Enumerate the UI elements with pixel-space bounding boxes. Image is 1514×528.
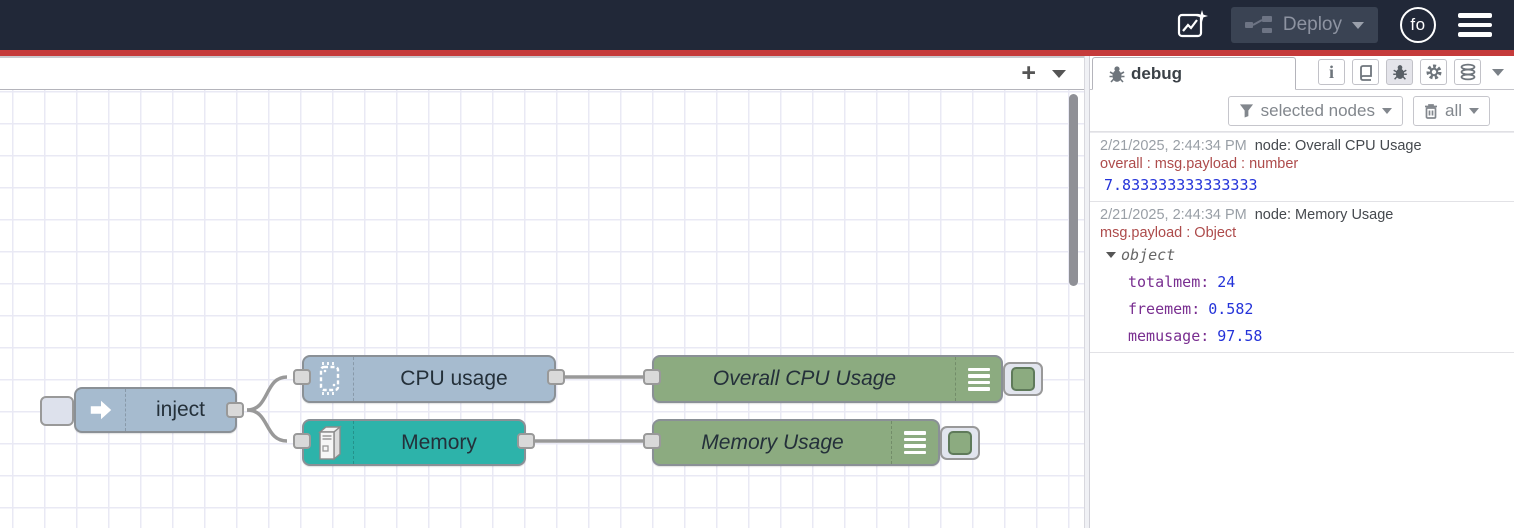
inject-trigger-button[interactable] [40, 396, 74, 426]
node-debug-memory[interactable]: Memory Usage [643, 419, 940, 466]
config-tab-button[interactable] [1420, 59, 1447, 85]
message-source-node: node: Memory Usage [1254, 207, 1394, 223]
memory-input-port[interactable] [293, 433, 311, 449]
info-icon: i [1328, 62, 1334, 82]
message-property: overall : msg.payload : number [1100, 156, 1299, 172]
message-property: msg.payload : Object [1100, 225, 1237, 241]
object-entry: memusage: 97.58 [1100, 327, 1506, 345]
main-menu-icon[interactable] [1458, 13, 1492, 37]
debug-memory-enable-toggle[interactable] [940, 426, 980, 460]
inject-output-port[interactable] [226, 402, 244, 418]
node-memory[interactable]: Memory [293, 419, 535, 466]
debug-sidebar: debug i [1090, 56, 1514, 528]
sidebar-tabrow: debug i [1090, 56, 1514, 90]
object-entry: totalmem: 24 [1100, 273, 1506, 291]
memory-output-port[interactable] [517, 433, 535, 449]
flow-canvas[interactable]: inject CPU usage [0, 90, 1084, 528]
sidebar-empty-area [1090, 353, 1514, 528]
message-value: 7.833333333333333 [1104, 176, 1258, 194]
object-tree: object totalmem: 24 freemem: 0.582 memusag… [1100, 246, 1506, 345]
sidebar-splitter[interactable] [1084, 56, 1090, 528]
context-tab-button[interactable] [1454, 59, 1481, 85]
debug-console-icon [891, 421, 938, 464]
entry-key: memusage: [1128, 327, 1210, 345]
funnel-icon [1239, 104, 1253, 118]
clear-all-button[interactable]: all [1412, 95, 1490, 126]
debug-message[interactable]: 2/21/2025, 2:44:34 PM node: Overall CPU U… [1090, 132, 1514, 202]
cpu-chip-icon [304, 357, 354, 401]
wires [246, 375, 643, 443]
add-flow-button[interactable]: + [1021, 59, 1036, 87]
sidebar-menu-caret-icon[interactable] [1492, 68, 1504, 76]
object-root-label: object [1121, 246, 1176, 264]
debug-console-icon [955, 357, 1001, 401]
tab-debug-label: debug [1131, 63, 1182, 83]
deploy-label: Deploy [1282, 14, 1342, 35]
entry-value: 97.58 [1217, 327, 1263, 345]
debug-message-list: 2/21/2025, 2:44:34 PM node: Overall CPU U… [1090, 132, 1514, 353]
entry-value: 0.582 [1208, 300, 1254, 318]
object-entry: freemem: 0.582 [1100, 300, 1506, 318]
filter-selected-nodes-button[interactable]: selected nodes [1227, 95, 1403, 126]
book-icon [1359, 65, 1372, 81]
debug-filter-row: selected nodes all [1090, 90, 1514, 132]
node-label: Memory Usage [701, 430, 844, 454]
gear-icon [1426, 64, 1441, 80]
workspace: + inject [0, 56, 1084, 528]
message-timestamp: 2/21/2025, 2:44:34 PM [1100, 207, 1247, 223]
message-source-node: node: Overall CPU Usage [1254, 138, 1422, 154]
bug-icon [1392, 65, 1407, 80]
node-label: Memory [401, 430, 477, 454]
object-tree-root[interactable]: object [1100, 246, 1506, 264]
node-debug-overall-cpu[interactable]: Overall CPU Usage [643, 355, 1003, 403]
collapse-caret-icon [1106, 252, 1116, 258]
deploy-icon [1244, 16, 1272, 33]
node-label: CPU usage [400, 367, 508, 390]
computer-tower-icon [304, 421, 354, 464]
node-label: Overall CPU Usage [712, 367, 897, 390]
entry-key: totalmem: [1128, 273, 1210, 291]
debug-cpu-enable-toggle[interactable] [1003, 362, 1043, 396]
node-label: inject [155, 398, 206, 421]
inject-arrow-icon [76, 389, 126, 431]
cpu-output-port[interactable] [547, 369, 565, 385]
deploy-caret-icon[interactable] [1352, 21, 1364, 29]
entry-key: freemem: [1128, 300, 1201, 318]
flow-assistant-icon[interactable] [1173, 7, 1209, 43]
bug-icon [1109, 65, 1125, 83]
database-icon [1460, 63, 1475, 81]
user-avatar[interactable]: fo [1400, 7, 1436, 43]
entry-value: 24 [1217, 273, 1236, 291]
debug-cpu-input-port[interactable] [643, 369, 661, 385]
app-header: Deploy fo [0, 0, 1514, 50]
debug-memory-input-port[interactable] [643, 433, 661, 449]
message-timestamp: 2/21/2025, 2:44:34 PM [1100, 138, 1247, 154]
clear-label: all [1444, 100, 1462, 120]
help-tab-button[interactable] [1352, 59, 1379, 85]
node-cpu-usage[interactable]: CPU usage [293, 355, 565, 403]
filter-caret-icon [1381, 107, 1392, 114]
info-tab-button[interactable]: i [1318, 59, 1345, 85]
cpu-input-port[interactable] [293, 369, 311, 385]
clear-caret-icon [1469, 107, 1479, 114]
filter-label: selected nodes [1260, 100, 1375, 120]
debug-tab-button[interactable] [1386, 59, 1413, 85]
flow-list-caret-icon[interactable] [1052, 69, 1066, 78]
header-accent-line [0, 50, 1514, 56]
flow-tabbar: + [0, 56, 1084, 90]
trash-icon [1424, 103, 1437, 119]
tab-debug[interactable]: debug [1092, 57, 1296, 90]
canvas-vertical-scrollbar[interactable] [1069, 94, 1078, 286]
deploy-button[interactable]: Deploy [1230, 7, 1378, 43]
node-inject[interactable]: inject [74, 387, 244, 433]
